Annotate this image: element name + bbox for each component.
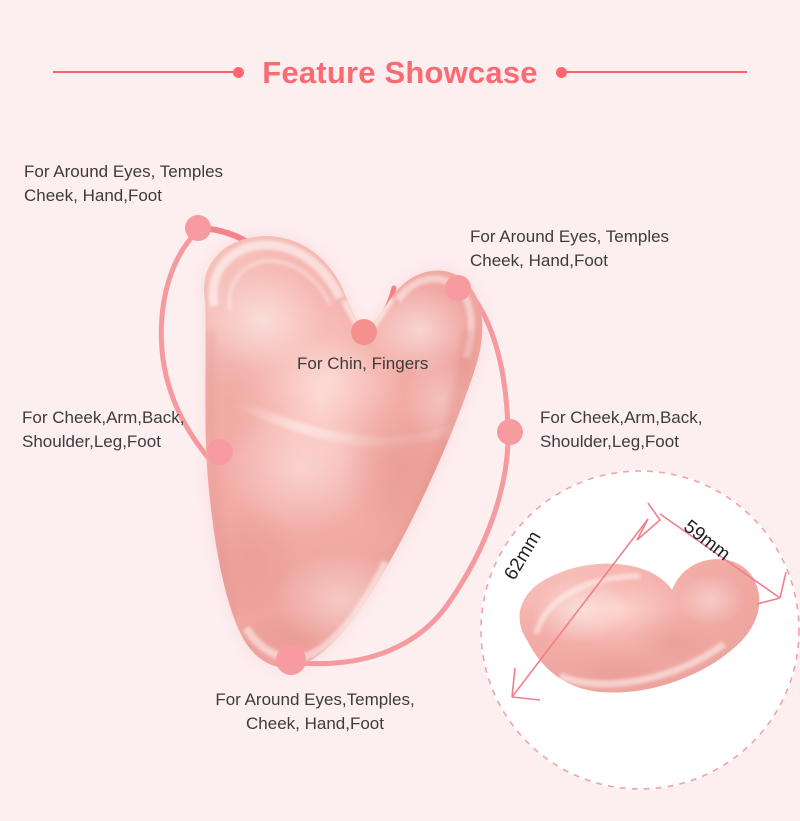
- dimension-inset: [480, 470, 800, 790]
- marker-dot-center: [351, 319, 377, 345]
- marker-dot-middle-right: [497, 419, 523, 445]
- page-title-bar: Feature Showcase: [0, 48, 800, 96]
- gua-sha-stone: [203, 236, 483, 668]
- marker-dot-bottom: [276, 645, 306, 675]
- callout-middle-left: For Cheek,Arm,Back, Shoulder,Leg,Foot: [22, 408, 185, 452]
- callout-top-left: For Around Eyes, Temples Cheek, Hand,Foo…: [24, 162, 224, 206]
- title-dot-left: [233, 66, 245, 78]
- callout-center: For Chin, Fingers: [297, 354, 429, 373]
- title-dot-right: [555, 66, 567, 78]
- measurement-lines: [511, 502, 787, 701]
- marker-dot-top-right: [445, 275, 471, 301]
- callout-bottom: For Around Eyes,Temples, Cheek, Hand,Foo…: [215, 690, 415, 734]
- marker-dot-middle-left: [207, 439, 233, 465]
- callout-middle-right: For Cheek,Arm,Back, Shoulder,Leg,Foot: [540, 408, 703, 452]
- inset-dashed-border: [480, 470, 800, 790]
- callout-top-right: For Around Eyes, Temples Cheek, Hand,Foo…: [470, 227, 670, 271]
- title-rule-right: [566, 71, 747, 73]
- title-rule-left: [53, 71, 234, 73]
- feature-marker-dots: [185, 215, 523, 675]
- page-title: Feature Showcase: [262, 54, 538, 90]
- marker-dot-top-left: [185, 215, 211, 241]
